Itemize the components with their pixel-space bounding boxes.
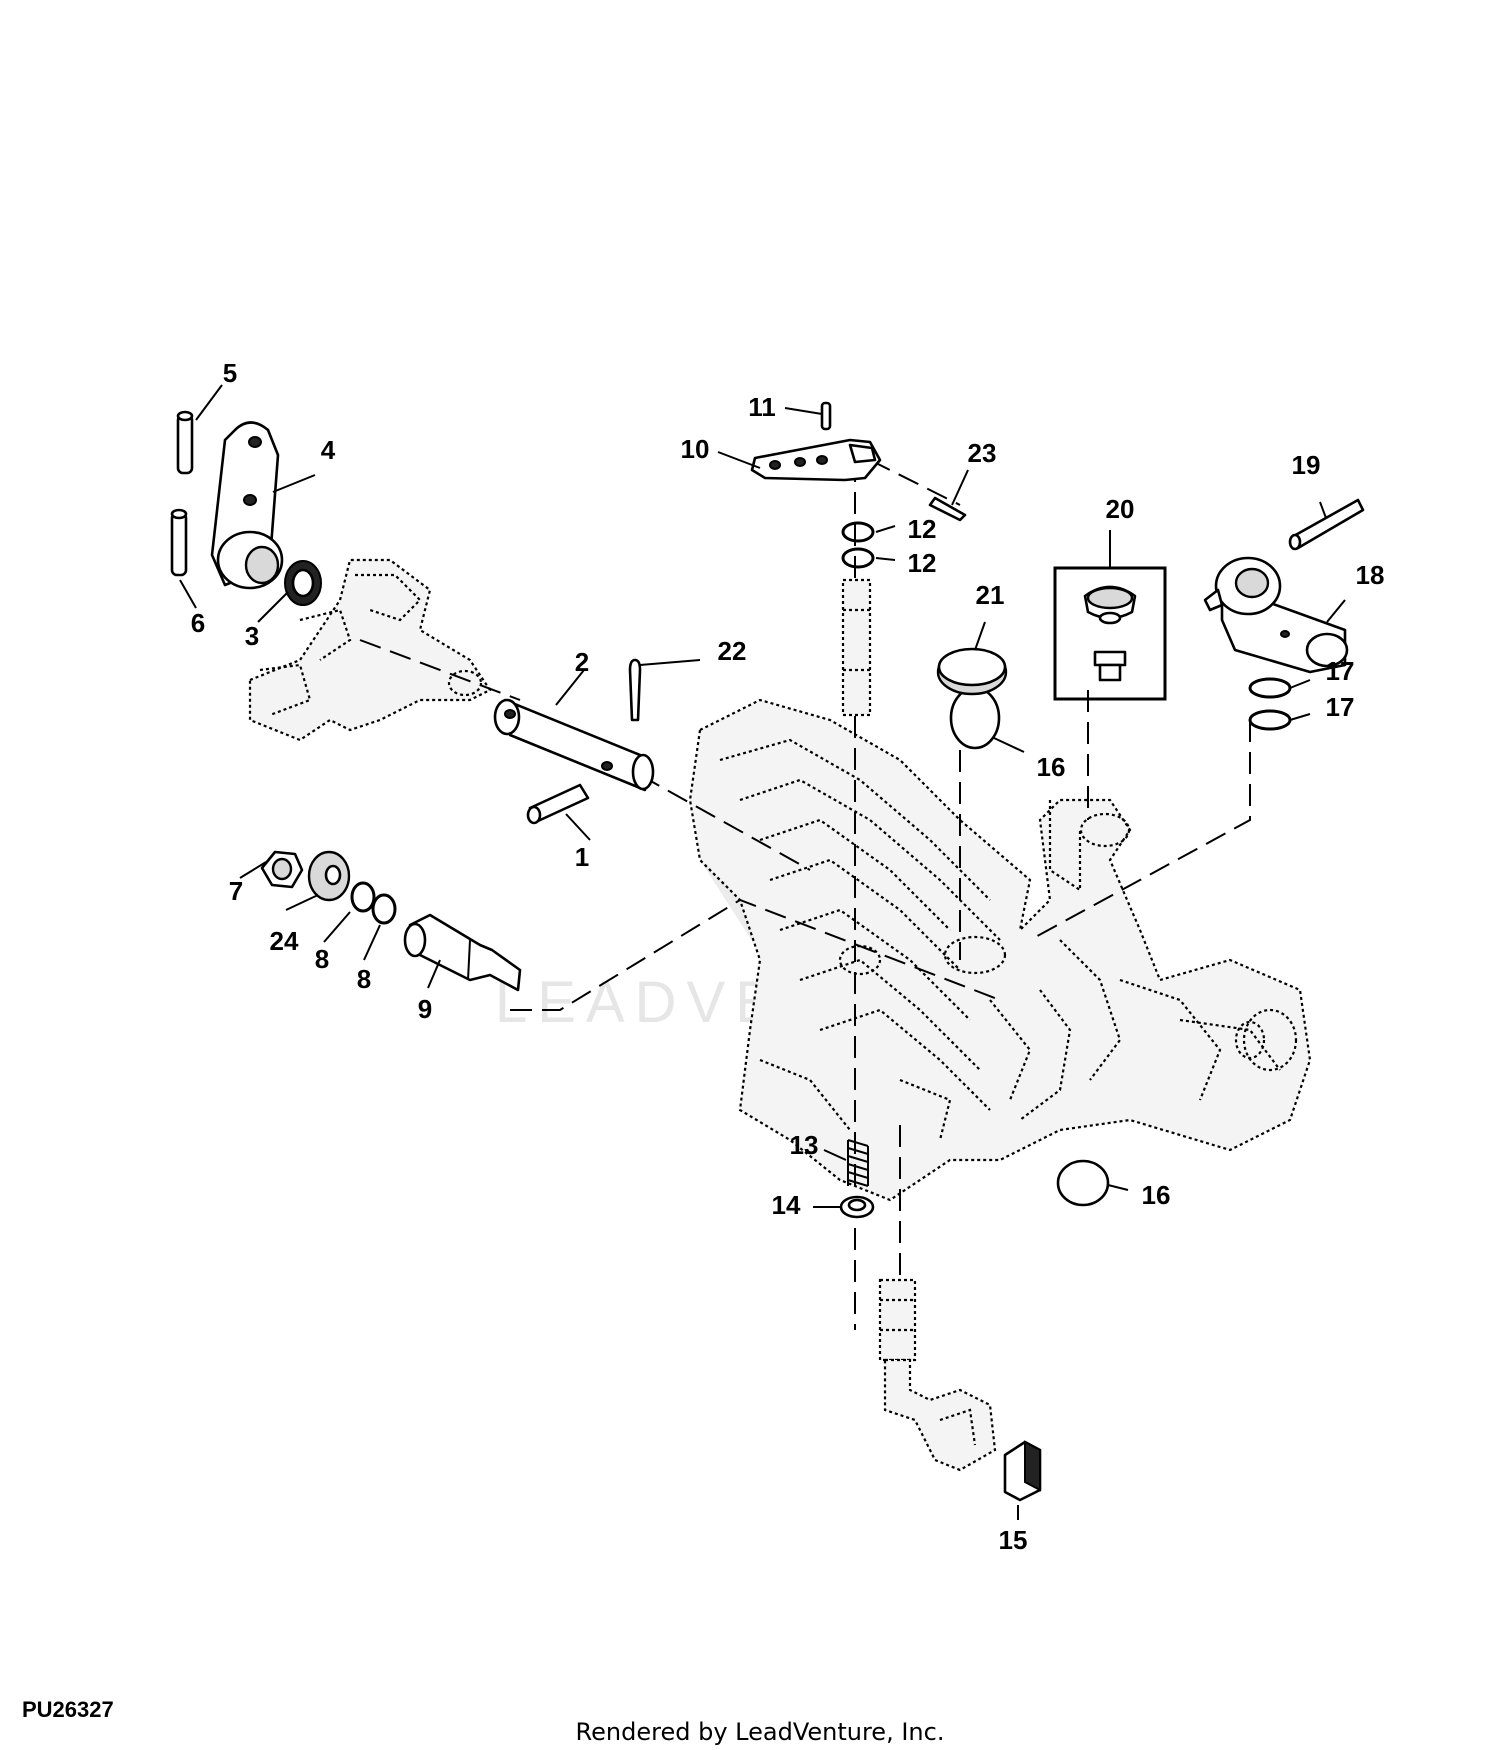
callout-16-a: 16 xyxy=(1037,752,1066,782)
callout-20: 20 xyxy=(1106,494,1135,524)
callout-12-a: 12 xyxy=(908,514,937,544)
callout-labels: 1 2 3 4 5 6 7 8 8 9 10 11 12 12 13 14 15… xyxy=(191,358,1385,1555)
part-11-pin[interactable] xyxy=(820,401,832,431)
callout-5: 5 xyxy=(223,358,237,388)
part-23-pin[interactable] xyxy=(928,496,967,522)
part-16-plug-upper[interactable] xyxy=(949,686,1001,750)
callout-2: 2 xyxy=(575,647,589,677)
callout-13: 13 xyxy=(790,1130,819,1160)
callout-23: 23 xyxy=(968,438,997,468)
callout-11: 11 xyxy=(748,392,776,422)
callout-15: 15 xyxy=(999,1525,1028,1555)
vertical-shaft-ghost xyxy=(841,578,872,717)
part-7-nut[interactable] xyxy=(260,850,304,889)
part-6-pin[interactable] xyxy=(170,508,188,577)
part-19-pin[interactable] xyxy=(1288,498,1365,551)
callout-22: 22 xyxy=(718,636,747,666)
part-9-stepped-pin[interactable] xyxy=(403,913,522,992)
callout-1: 1 xyxy=(575,842,589,872)
part-24-washer[interactable] xyxy=(307,850,351,902)
part-20-cap-kit[interactable] xyxy=(1053,566,1167,701)
callout-6: 6 xyxy=(191,608,205,638)
callout-18: 18 xyxy=(1356,560,1385,590)
part-4-lever-arm[interactable] xyxy=(210,421,284,590)
part-21-cap[interactable] xyxy=(936,647,1008,696)
part-16-plug-lower[interactable] xyxy=(1056,1159,1110,1207)
callout-17-b: 17 xyxy=(1326,692,1355,722)
part-3-seal[interactable] xyxy=(284,560,322,606)
callout-4: 4 xyxy=(321,435,336,465)
part-18-arm[interactable] xyxy=(1203,556,1349,674)
lever-assembly-ghost xyxy=(248,558,492,742)
callout-8-b: 8 xyxy=(357,964,371,994)
callout-12-b: 12 xyxy=(908,548,937,578)
part-14-clip[interactable] xyxy=(839,1195,875,1219)
callout-7: 7 xyxy=(229,876,243,906)
callout-10: 10 xyxy=(681,434,710,464)
callout-9: 9 xyxy=(418,994,432,1024)
part-13-spring[interactable] xyxy=(847,1139,869,1187)
sensor-ghost xyxy=(878,1278,997,1472)
callout-16-b: 16 xyxy=(1142,1180,1171,1210)
alignment-lines xyxy=(359,459,1251,1330)
part-15-sensor[interactable] xyxy=(1003,1440,1042,1502)
part-12-o-ring-b[interactable] xyxy=(841,547,875,569)
part-22-cotter-pin[interactable] xyxy=(628,658,642,722)
part-17-o-ring-b[interactable] xyxy=(1248,709,1292,731)
callout-14: 14 xyxy=(772,1190,801,1220)
callout-3: 3 xyxy=(245,621,259,651)
transaxle-housing-ghost xyxy=(688,698,1312,1202)
part-17-o-ring-a[interactable] xyxy=(1248,677,1292,699)
callout-24: 24 xyxy=(270,926,299,956)
footer-credit: Rendered by LeadVenture, Inc. xyxy=(576,1718,945,1746)
diagram-code: PU26327 xyxy=(22,1697,114,1722)
callout-8-a: 8 xyxy=(315,944,329,974)
part-5-pin[interactable] xyxy=(176,410,194,475)
callout-21: 21 xyxy=(976,580,1005,610)
part-1-pin[interactable] xyxy=(526,783,590,825)
part-2-shaft[interactable] xyxy=(493,698,655,792)
part-8-o-ring-b[interactable] xyxy=(371,893,397,925)
callout-17-a: 17 xyxy=(1326,656,1355,686)
part-10-arm[interactable] xyxy=(750,438,882,482)
leader-lines xyxy=(179,384,1346,1520)
callout-19: 19 xyxy=(1292,450,1321,480)
part-12-o-ring-a[interactable] xyxy=(841,521,875,543)
part-8-o-ring-a[interactable] xyxy=(350,881,376,913)
